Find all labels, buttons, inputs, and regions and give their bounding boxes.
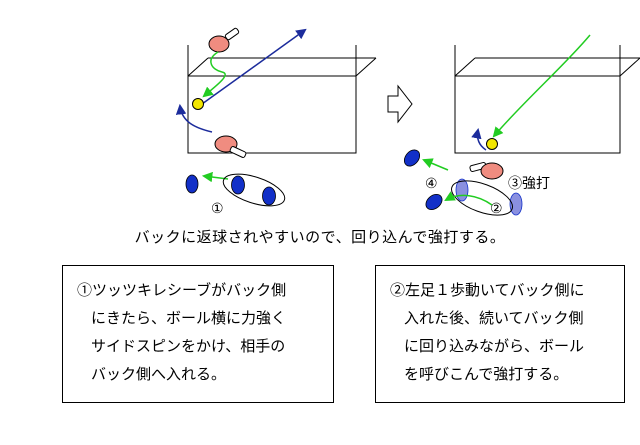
blue-curve-arrow	[175, 103, 213, 133]
foot-ghost	[185, 174, 199, 194]
note-left-line-1: ①ツッツキレシーブがバック側	[77, 281, 287, 299]
green-arrow-step4	[422, 158, 449, 171]
note-right-line-3: に回り込みながら、ボール	[404, 337, 585, 355]
foot-right-top	[403, 149, 421, 167]
note-box-right: ②左足１歩動いてバック側に 入れた後、続いてバック側 に回り込みながら、ボール …	[375, 265, 625, 403]
step3-label: ③強打	[508, 175, 550, 192]
left-foot	[231, 175, 245, 195]
note-right-line-2: 入れた後、続いてバック側	[404, 309, 584, 327]
foot-right-bottom	[425, 193, 443, 211]
opponent-paddle	[208, 27, 240, 53]
blue-small-arrow	[471, 127, 487, 151]
diagram-caption: バックに返球されやすいので、回り込んで強打する。	[134, 228, 506, 246]
right-table	[454, 45, 640, 154]
note-right-line-1: ②左足１歩動いてバック側に	[390, 281, 585, 299]
note-left-line-4: バック側へ入れる。	[91, 365, 227, 383]
blue-return-arrow	[201, 28, 307, 105]
right-foot	[262, 186, 276, 206]
green-incoming-arrow	[492, 34, 591, 138]
step1-label: ①	[211, 201, 224, 217]
green-arrow-step2	[444, 191, 493, 206]
foot-ghost-right-2	[509, 192, 523, 216]
note-left-line-2: にきたら、ボール横に力強く	[91, 309, 287, 327]
left-panel: ①	[175, 27, 377, 217]
note-box-left: ①ツッツキレシーブがバック側 にきたら、ボール横に力強く サイドスピンをかけ、相…	[62, 265, 334, 403]
ball-icon-right	[486, 138, 498, 150]
step4-label: ④	[425, 176, 438, 192]
right-panel: ④ ② ③強打	[403, 34, 640, 217]
note-left-line-3: サイドスピンをかけ、相手の	[91, 337, 286, 355]
player-paddle-right	[469, 161, 504, 180]
stance-ring	[222, 173, 286, 207]
ball-icon	[192, 98, 204, 110]
note-right-line-4: を呼びこんで強打する。	[404, 365, 569, 383]
left-table	[187, 45, 377, 154]
green-ball-path-arrow	[202, 51, 226, 98]
next-arrow-icon	[387, 84, 413, 124]
player-paddle	[214, 135, 247, 158]
stance-ring-right	[451, 180, 513, 216]
step2-label: ②	[490, 201, 503, 217]
